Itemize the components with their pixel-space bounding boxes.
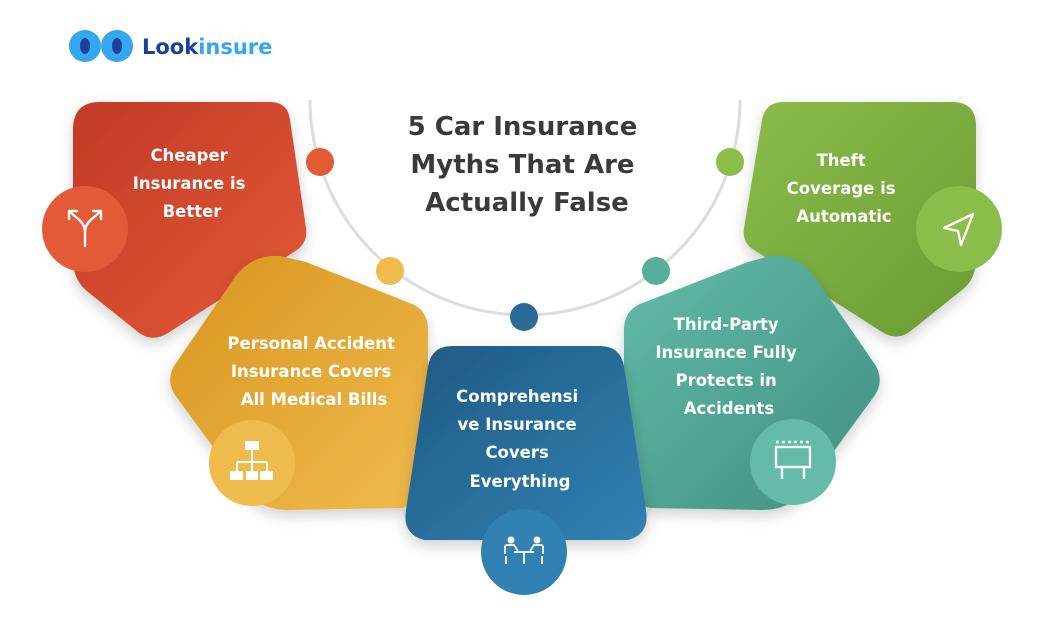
timeline-dot: [510, 303, 538, 331]
logo-text: Lookinsure: [142, 35, 272, 59]
timeline-dot: [716, 148, 744, 176]
timeline-dot: [642, 257, 670, 285]
myth-card-personal-accident: Personal Accident Insurance Covers All M…: [170, 255, 428, 510]
myth-label: Third-Party Insurance Fully Protects in …: [655, 315, 802, 418]
logo: Lookinsure: [69, 30, 272, 62]
timeline-dot: [376, 257, 404, 285]
billboard-icon: [774, 440, 812, 479]
navigation-arrow-icon: [942, 212, 975, 247]
title-line: 5 Car Insurance: [408, 112, 638, 142]
myth-shape: [405, 346, 647, 540]
timeline-dot: [306, 148, 334, 176]
myth-label: Cheaper Insurance is Better: [133, 146, 251, 221]
myth-card-comprehensive: Comprehensi ve Insurance Covers Everythi…: [405, 346, 647, 595]
myth-label: Personal Accident Insurance Covers All M…: [227, 334, 400, 409]
title-line: Actually False: [425, 188, 629, 218]
myth-icon-badge: [916, 186, 1002, 272]
myth-icon-badge: [750, 419, 836, 505]
flowchart-icon: [230, 441, 273, 480]
myth-label: Theft Coverage is Automatic: [787, 151, 902, 226]
myth-card-third-party: Third-Party Insurance Fully Protects in …: [624, 255, 880, 510]
split-arrows-icon: [67, 209, 103, 248]
meeting-icon: [504, 536, 544, 564]
title-line: Myths That Are: [410, 150, 634, 180]
page-title: 5 Car Insurance Myths That Are Actually …: [408, 112, 647, 218]
myth-label: Comprehensi ve Insurance Covers Everythi…: [456, 387, 584, 491]
logo-part-look: Look: [142, 35, 199, 59]
logo-eyes-icon: [69, 30, 133, 62]
logo-part-insure: insure: [198, 35, 272, 59]
